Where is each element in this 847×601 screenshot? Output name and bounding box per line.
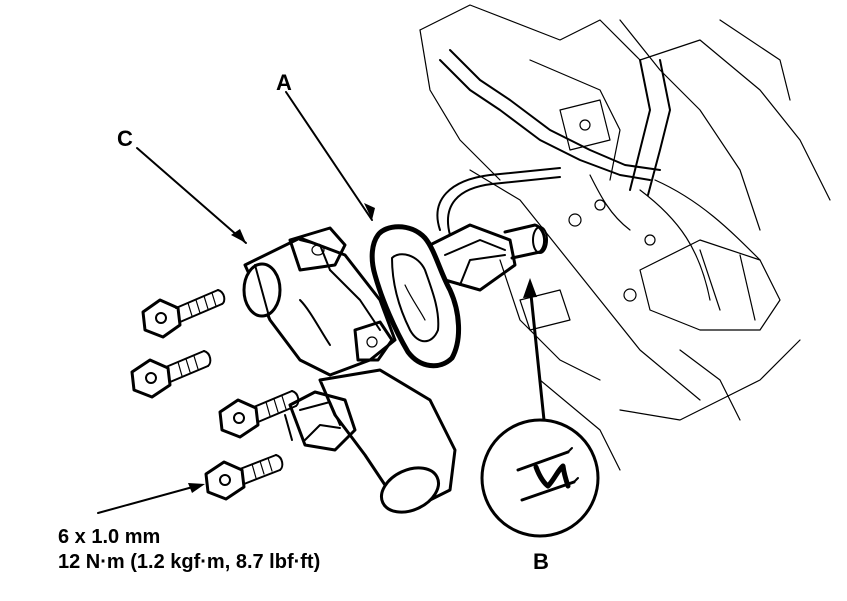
gasket-a xyxy=(369,224,462,369)
callout-label-b: B xyxy=(533,549,549,574)
bolt-4 xyxy=(204,454,284,501)
bolt-size-label: 6 x 1.0 mm xyxy=(58,526,161,548)
callout-label-a: A xyxy=(276,70,292,95)
detail-circle-b xyxy=(480,418,600,538)
callout-label-c: C xyxy=(117,126,133,151)
bolt-torque-label: 12 N·m (1.2 kgf·m, 8.7 lbf·ft) xyxy=(58,551,321,573)
leader-line-b xyxy=(523,278,546,422)
sensor-connector xyxy=(428,167,561,292)
solenoid-valve-c xyxy=(242,226,457,514)
engine-body-outline xyxy=(419,4,831,471)
leader-line-c xyxy=(136,147,247,244)
bolt-3 xyxy=(218,390,300,439)
bolt-2 xyxy=(130,350,212,399)
leader-line-bolt-spec xyxy=(97,483,205,514)
leader-line-a xyxy=(285,91,375,221)
wiring-harness xyxy=(439,49,761,301)
bolt-1 xyxy=(141,289,226,339)
